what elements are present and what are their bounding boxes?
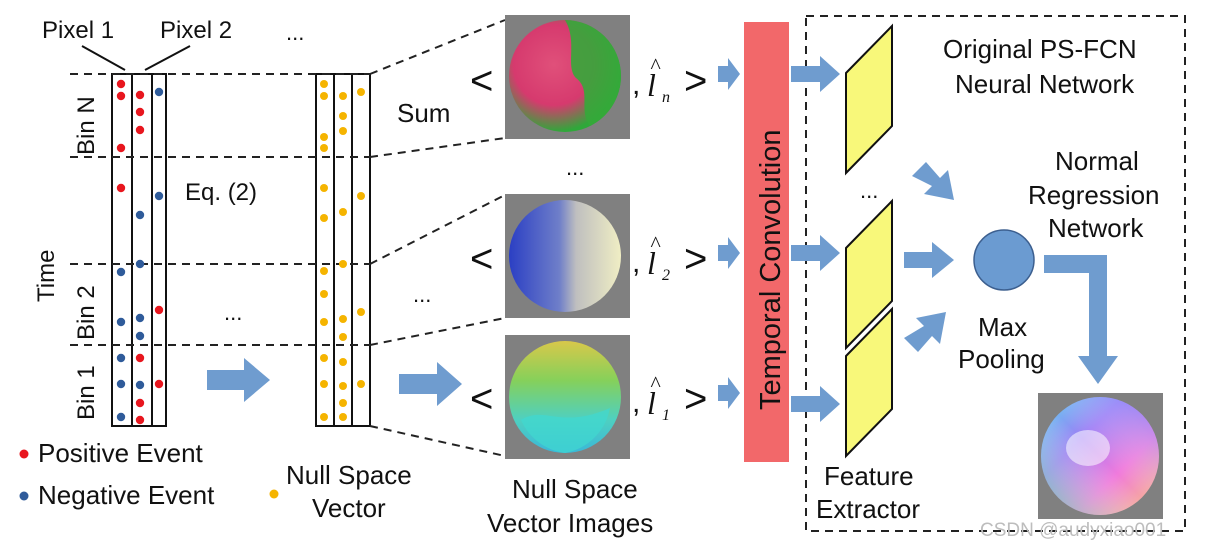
bracket-row-1: < , ^ l 1 > xyxy=(470,371,707,424)
bin-2-label: Bin 2 xyxy=(73,285,100,340)
bracket-row-2: < , ^ l 2 > xyxy=(470,231,707,284)
arrow-events-to-nsv xyxy=(207,358,270,402)
ps-fcn-box xyxy=(805,15,1186,532)
arrow-1-to-tc xyxy=(718,377,740,409)
null-space-dots xyxy=(320,80,365,421)
l-1: l xyxy=(647,385,656,421)
lt-2: < xyxy=(470,237,493,281)
pixel-2-label: Pixel 2 xyxy=(160,17,232,44)
positive-events xyxy=(116,79,164,425)
arrow-tc-to-feat-1 xyxy=(791,386,840,422)
lt-1: < xyxy=(470,377,493,421)
positive-legend-dot xyxy=(19,449,29,459)
bracket-row-n: < , ^ l n > xyxy=(470,53,707,106)
comma-1: , xyxy=(632,386,640,419)
time-label: Time xyxy=(33,250,60,302)
original-ps-fcn-label-2: Neural Network xyxy=(955,69,1135,99)
l-hat-2: ^ xyxy=(650,231,661,256)
arrow-tc-to-feat-n xyxy=(791,56,840,92)
max-pooling-node xyxy=(973,229,1035,291)
arrow-pool-to-output xyxy=(1044,255,1118,384)
l-2-sub: 2 xyxy=(662,267,670,284)
negative-event-label: Negative Event xyxy=(38,480,215,510)
feature-extractor-label-1: Feature xyxy=(824,461,914,491)
comma-2: , xyxy=(632,246,640,279)
dots-mid: ... xyxy=(224,300,242,325)
sum-label: Sum xyxy=(397,98,450,128)
watermark: CSDN @audyxiao001 xyxy=(980,520,1166,541)
bin-n-label: Bin N xyxy=(73,96,100,155)
null-space-vector-label-1: Null Space xyxy=(286,460,412,490)
gt-2: > xyxy=(684,237,707,281)
arrow-n-to-tc xyxy=(718,58,740,90)
bin-1-label: Bin 1 xyxy=(73,365,100,420)
feature-extractor-2 xyxy=(845,198,893,351)
nsv-image-1 xyxy=(505,335,630,459)
pixel-2-pointer xyxy=(144,45,191,71)
nsv-image-2 xyxy=(505,194,630,318)
l-n-sub: n xyxy=(662,89,670,106)
l-1-sub: 1 xyxy=(662,407,670,424)
nsv-column-2 xyxy=(333,73,353,427)
normal-regression-label-2: Regression xyxy=(1028,180,1160,210)
nsv-images-label-2: Vector Images xyxy=(487,508,653,538)
pixel-1-column xyxy=(111,73,133,427)
normal-regression-label-3: Network xyxy=(1048,213,1144,243)
pixel-3-column xyxy=(151,73,167,427)
bin-dashed-lines xyxy=(70,73,370,346)
dots-features: ... xyxy=(860,178,878,203)
arrow-feat-n-to-pool xyxy=(912,162,954,200)
l-hat-1: ^ xyxy=(650,371,661,396)
feature-extractor-1 xyxy=(845,306,893,459)
dots-top: ... xyxy=(286,20,304,45)
comma-n: , xyxy=(632,68,640,101)
max-pooling-label-1: Max xyxy=(978,312,1027,342)
nsv-images-label-1: Null Space xyxy=(512,474,638,504)
arrow-tc-to-feat-2 xyxy=(791,235,840,271)
pixel-1-pointer xyxy=(81,45,126,71)
nsv-column-1 xyxy=(315,73,335,427)
negative-events xyxy=(116,87,164,422)
arrow-nsv-to-images xyxy=(399,362,462,406)
null-space-legend-dot xyxy=(269,489,279,499)
l-hat-n: ^ xyxy=(650,53,661,78)
feature-extractor-n xyxy=(845,23,893,176)
temporal-convolution-label: Temporal Convolution xyxy=(755,130,787,410)
nsv-column-3 xyxy=(351,73,371,427)
feature-extractor-label-2: Extractor xyxy=(816,494,920,524)
fan-dashed-lines xyxy=(369,19,506,457)
gt-n: > xyxy=(684,59,707,103)
dots-images: ... xyxy=(566,155,584,180)
arrow-feat-2-to-pool xyxy=(904,242,954,278)
nsv-image-n xyxy=(505,15,630,139)
max-pooling-label-2: Pooling xyxy=(958,344,1045,374)
eq-2-label: Eq. (2) xyxy=(185,179,257,206)
l-n: l xyxy=(647,67,656,103)
normal-regression-label-1: Normal xyxy=(1055,146,1139,176)
negative-legend-dot xyxy=(19,491,29,501)
arrow-2-to-tc xyxy=(718,237,740,269)
temporal-convolution-block xyxy=(744,22,789,462)
lt-n: < xyxy=(470,59,493,103)
gt-1: > xyxy=(684,377,707,421)
pixel-1-label: Pixel 1 xyxy=(42,17,114,44)
dots-between: ... xyxy=(413,282,431,307)
null-space-vector-label-2: Vector xyxy=(312,493,386,523)
positive-event-label: Positive Event xyxy=(38,438,204,468)
arrow-feat-1-to-pool xyxy=(904,312,946,352)
normal-map-output xyxy=(1038,393,1163,519)
l-2: l xyxy=(647,245,656,281)
original-ps-fcn-label-1: Original PS-FCN xyxy=(943,34,1137,64)
